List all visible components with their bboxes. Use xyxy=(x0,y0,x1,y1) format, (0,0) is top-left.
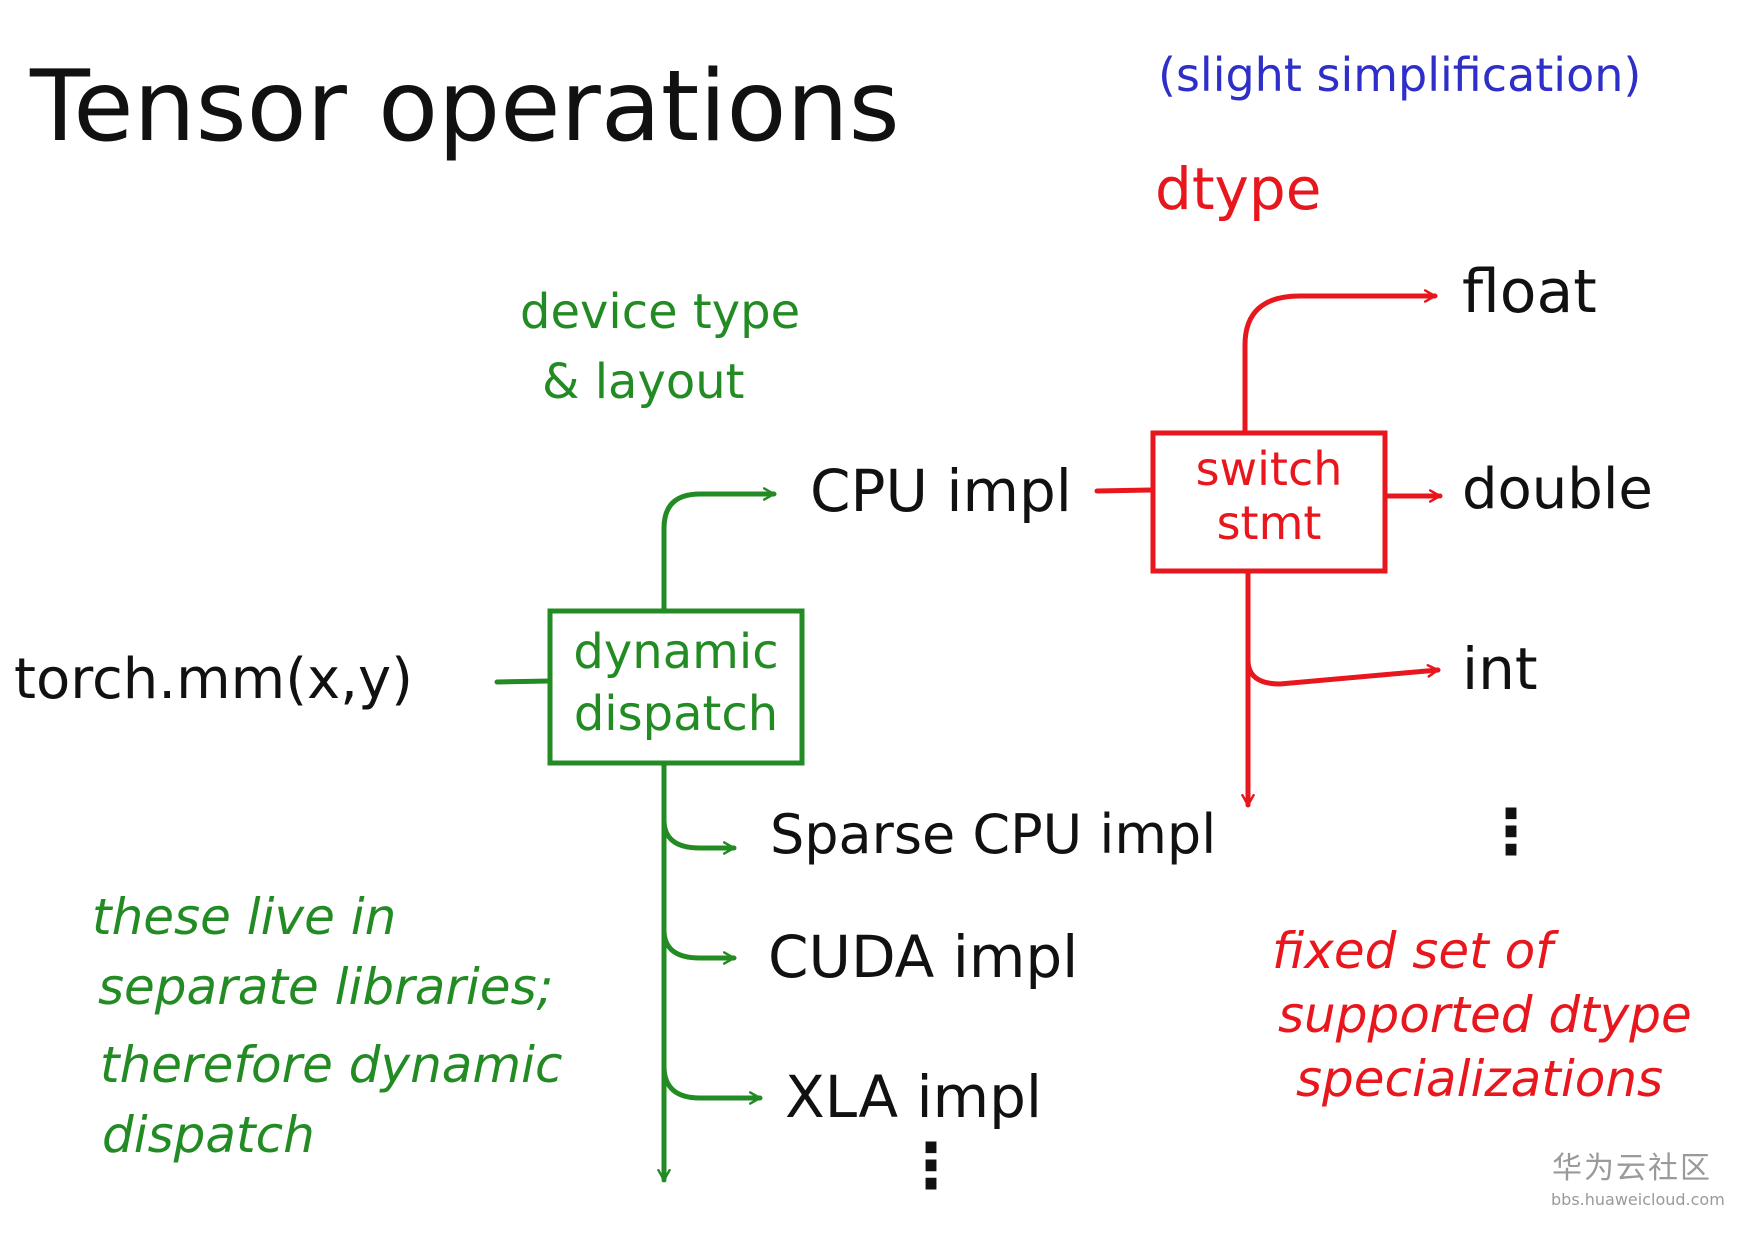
right-note-line-1: fixed set of xyxy=(1272,922,1553,980)
dispatch-box-label-line-1: dynamic xyxy=(573,624,779,680)
dispatch-to-cuda-arrow xyxy=(661,927,737,965)
switch-to-int-arrow xyxy=(1245,657,1441,687)
dispatch-box-label-line-2: dispatch xyxy=(573,686,779,742)
int-label: int xyxy=(1462,635,1538,703)
double-label: double xyxy=(1462,457,1653,522)
watermark-brand: 华为云社区 xyxy=(1552,1151,1712,1186)
call-to-dispatch-connector xyxy=(494,678,553,685)
left-note-line-3: therefore dynamic xyxy=(100,1036,563,1094)
watermark-url: bbs.huaweicloud.com xyxy=(1551,1190,1725,1209)
switch-to-float-arrow xyxy=(1242,289,1438,436)
device-heading-line-1: device type xyxy=(520,284,801,340)
switch-box-label-line-2: stmt xyxy=(1216,496,1322,550)
sparse-cpu-impl-label: Sparse CPU impl xyxy=(770,803,1217,866)
simplification-note: (slight simplification) xyxy=(1158,48,1642,102)
impl-continuation-dots: ⋮ xyxy=(900,1129,962,1202)
dispatch-to-cpu-arrow xyxy=(661,487,777,614)
left-note-line-4: dispatch xyxy=(102,1106,315,1164)
cpu-impl-label: CPU impl xyxy=(810,457,1072,525)
dynamic-dispatch-box xyxy=(547,608,805,766)
xla-impl-label: XLA impl xyxy=(785,1063,1043,1131)
right-note-line-3: specializations xyxy=(1296,1050,1664,1108)
left-note-line-1: these live in xyxy=(92,888,397,946)
dispatch-to-sparse-cpu-arrow xyxy=(661,817,737,855)
switch-box-label-line-1: switch xyxy=(1195,442,1343,496)
torch-mm-call: torch.mm(x,y) xyxy=(14,647,413,712)
cuda-impl-label: CUDA impl xyxy=(768,923,1079,991)
dtype-heading: dtype xyxy=(1155,155,1322,223)
right-note-line-2: supported dtype xyxy=(1278,986,1692,1044)
float-label: float xyxy=(1462,257,1597,327)
dispatch-to-xla-arrow xyxy=(661,1063,763,1105)
diagram-title: Tensor operations xyxy=(30,50,900,164)
dtype-continuation-dots: ⋮ xyxy=(1480,795,1542,868)
switch-stmt-box xyxy=(1150,430,1388,574)
cpu-to-switch-connector xyxy=(1094,487,1156,494)
device-heading-line-2: & layout xyxy=(542,354,745,410)
left-note-line-2: separate libraries; xyxy=(98,958,554,1016)
